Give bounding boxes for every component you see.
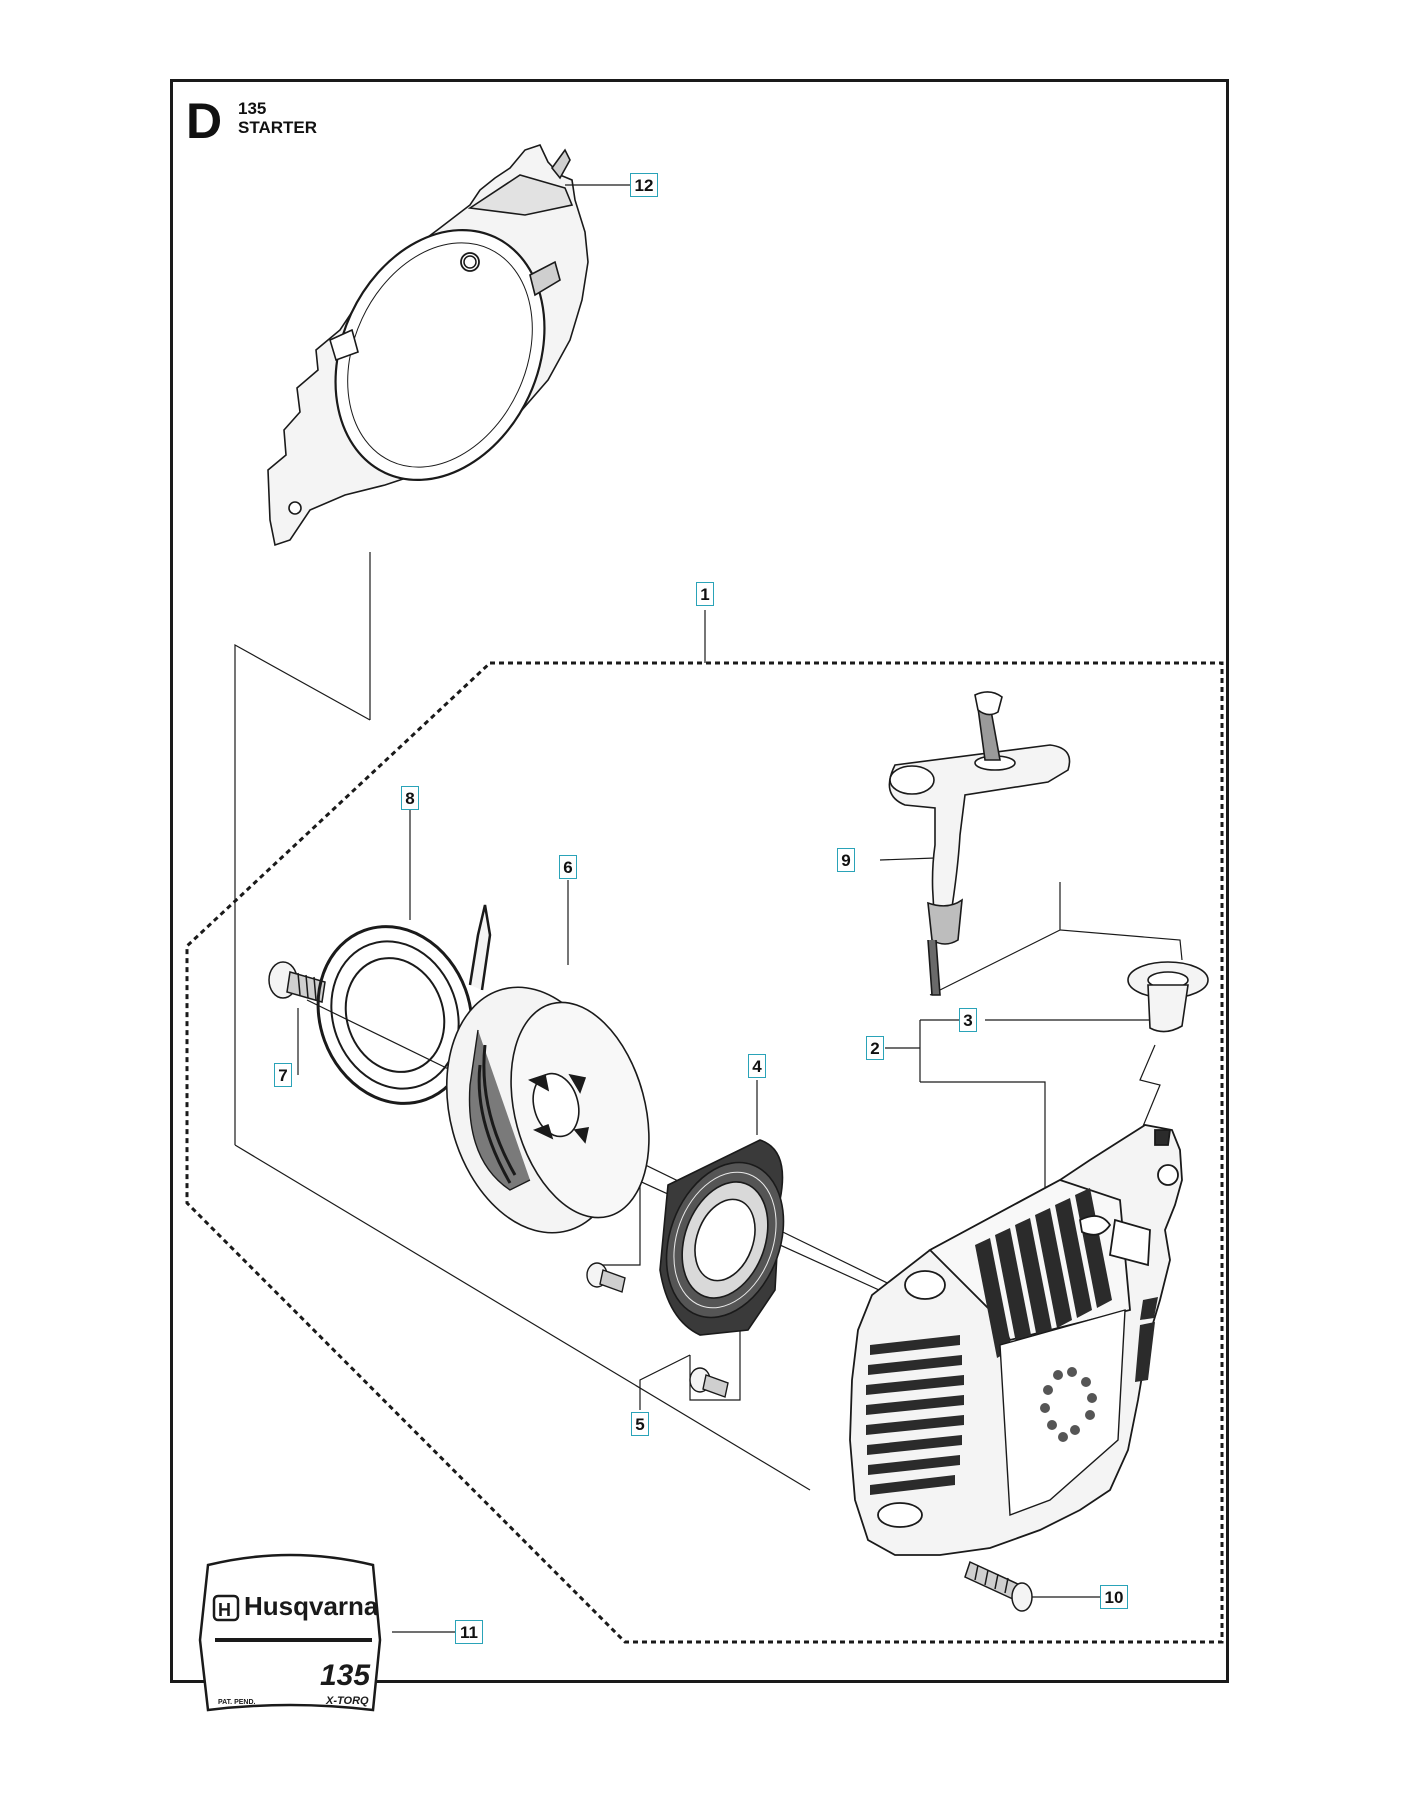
callout-2: 2 [866,1036,884,1060]
callout-10: 10 [1100,1585,1128,1609]
callout-8: 8 [401,786,419,810]
rope-bushing-part [1127,961,1209,1033]
decal-model: 135 [320,1659,371,1692]
recoil-spring-part [316,904,492,1105]
starter-housing-part [849,1124,1183,1556]
leader-fanhousing-c [234,1144,811,1491]
callout-4: 4 [748,1054,766,1078]
callout-12: 12 [630,173,658,197]
section-model: 135 [238,99,267,118]
drawing-frame [170,79,1229,1683]
section-letter: D [186,93,223,149]
fan-housing-part [267,144,589,547]
callout-7: 7 [274,1063,292,1087]
ratchet-disk-part [659,1139,785,1336]
decal-11-part [198,1553,382,1712]
callout-1: 1 [696,582,714,606]
callout-11: 11 [455,1620,483,1644]
callout-5: 5 [631,1412,649,1436]
decal-brand: Husqvarna [244,1591,379,1621]
leader-fanhousing-b [234,643,371,1145]
svg-text:H: H [218,1600,231,1620]
callout-6: 6 [559,855,577,879]
husqvarna-logo-icon: H [212,1594,240,1622]
screw-7-part [268,961,326,1003]
housing-logo-icon [463,255,477,269]
decal-tagline: X-TORQ [325,1695,369,1707]
decal-pat: PAT. PEND. [218,1699,256,1706]
starter-handle-part [888,691,1071,996]
assembly-boundary [185,661,1224,1644]
leader-9 [879,857,936,861]
bolt-10-part [964,1560,1033,1612]
screw-5-parts [586,1262,729,1398]
rope-pulley-part [445,986,650,1234]
section-title: STARTER [238,118,318,137]
leader-screw5a [600,1160,641,1266]
callout-9: 9 [837,848,855,872]
leader-5 [639,1330,741,1410]
callout-3: 3 [959,1008,977,1032]
leader-2 [885,1019,1046,1190]
leader-handle [929,882,1183,996]
